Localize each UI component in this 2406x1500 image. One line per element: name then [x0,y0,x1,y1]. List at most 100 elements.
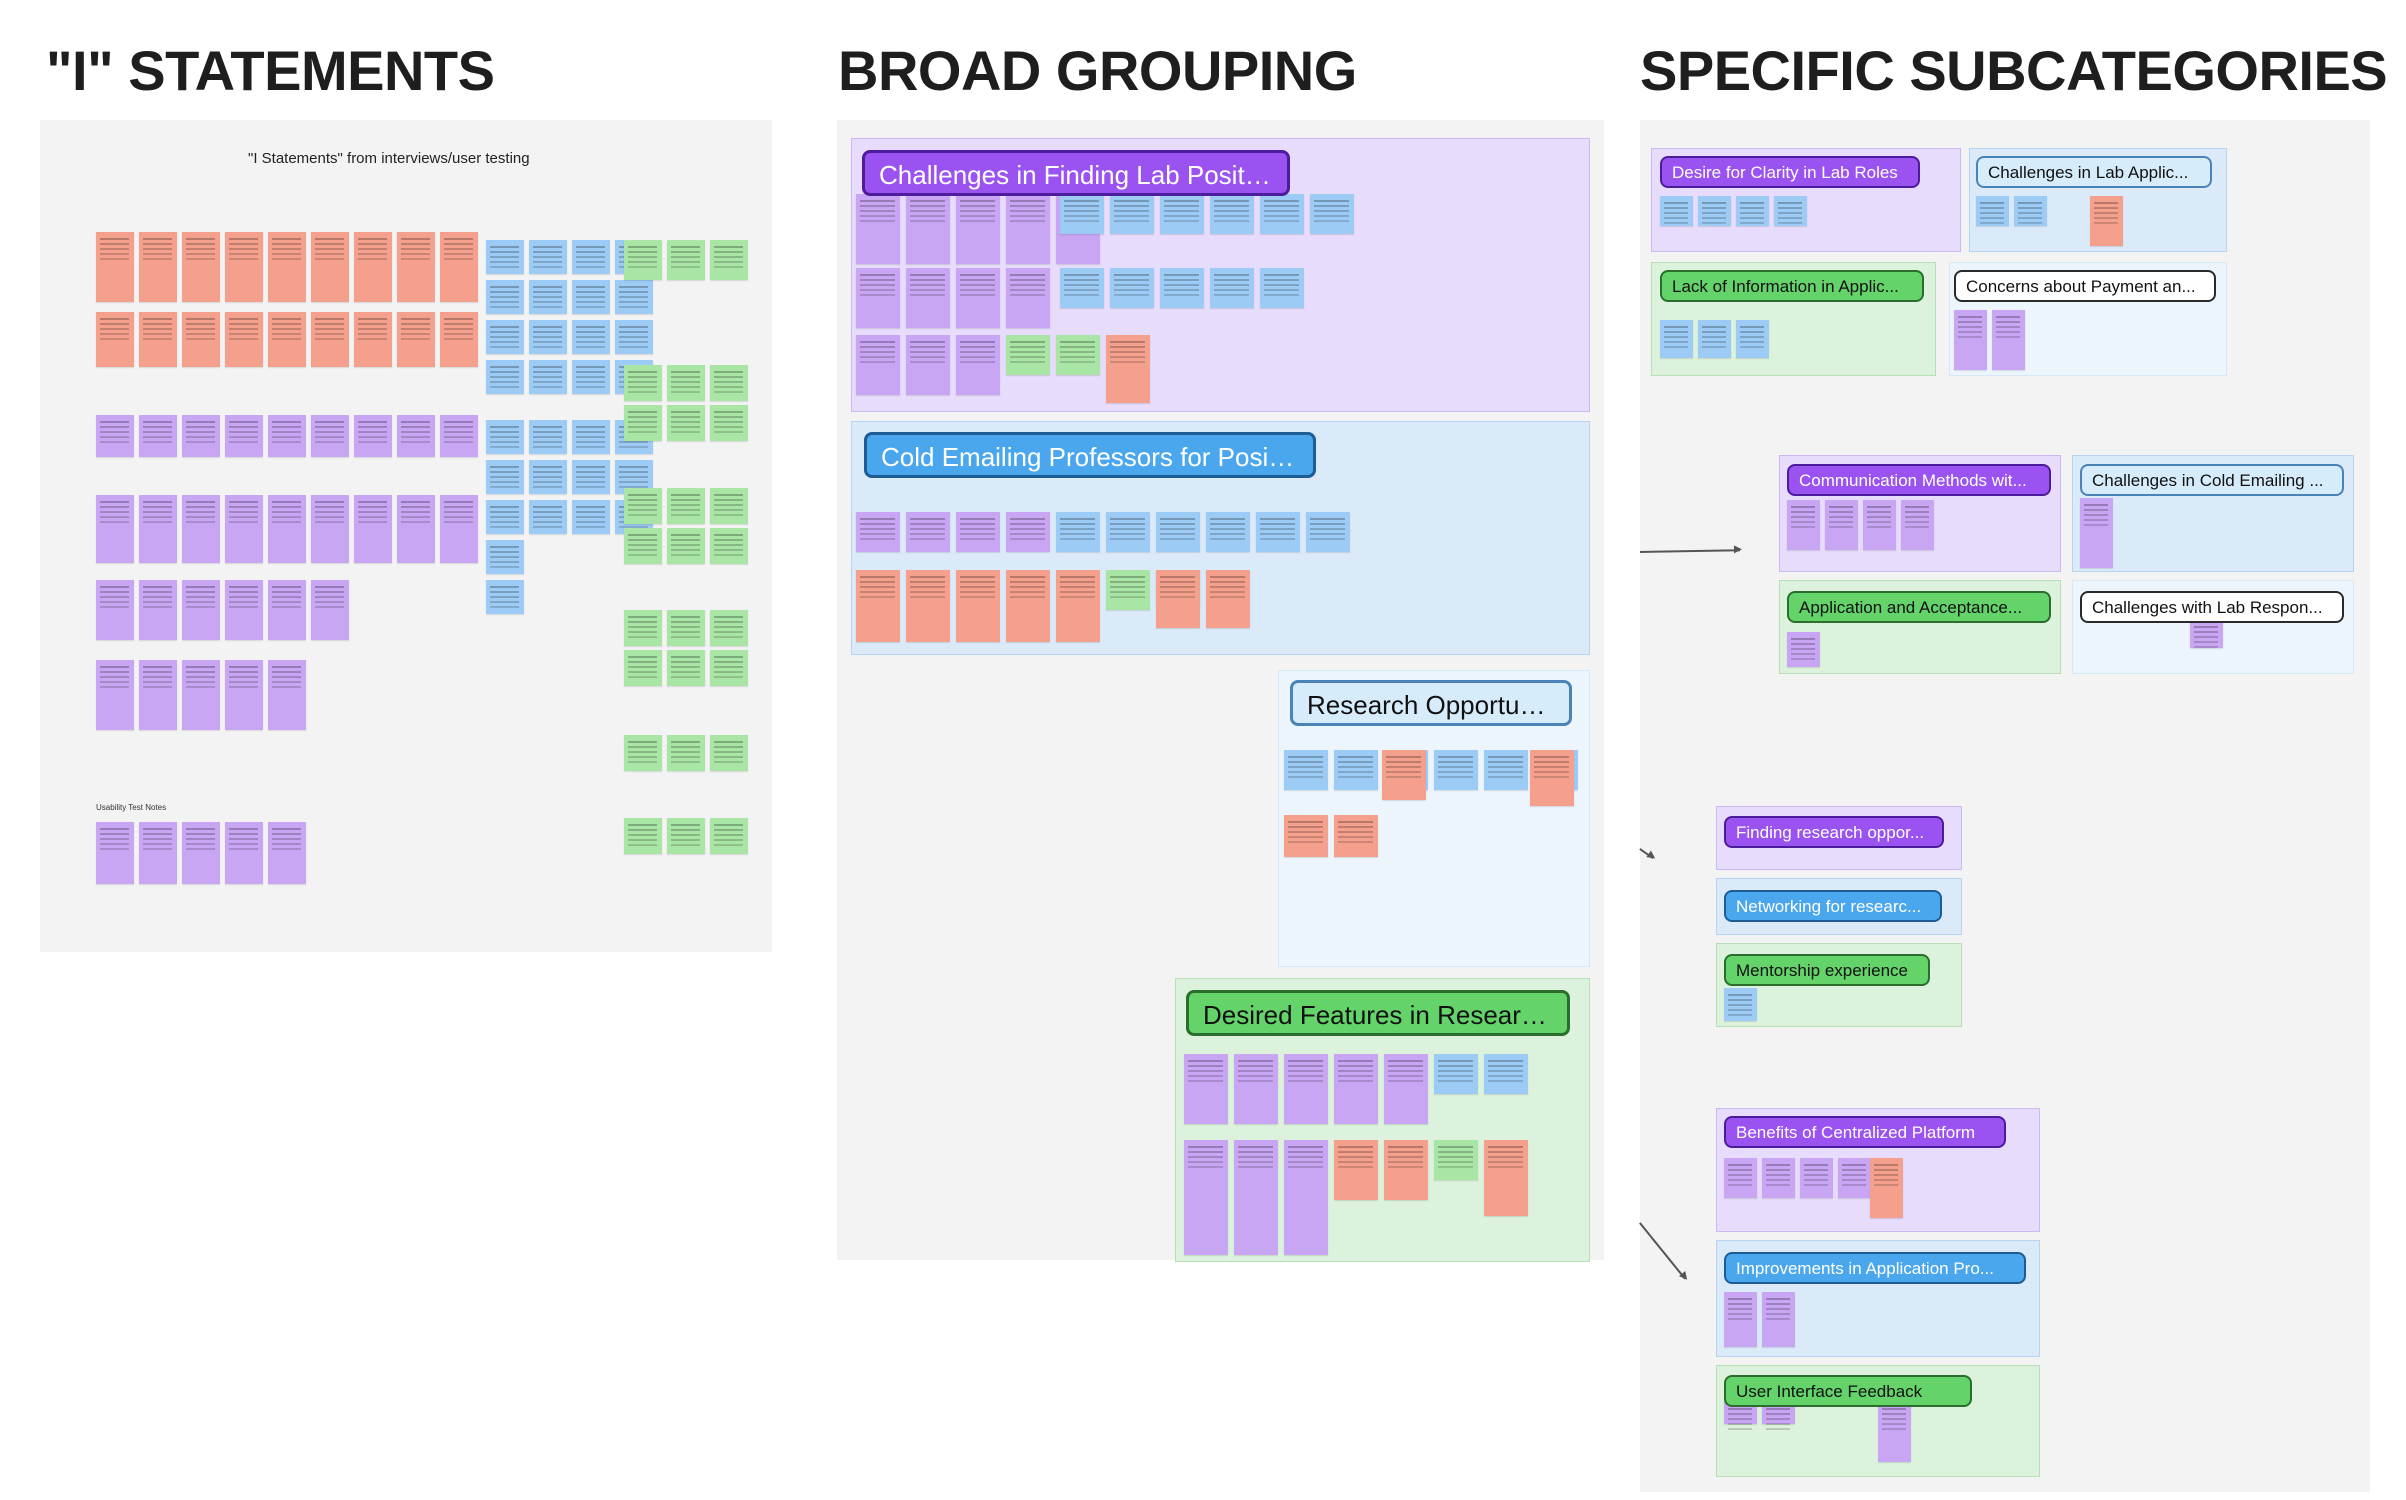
sticky-note[interactable] [1382,750,1426,800]
sticky-note[interactable] [529,500,567,534]
sticky-note[interactable] [1156,570,1200,628]
sticky-note[interactable] [572,240,610,274]
sticky-note[interactable] [710,735,748,771]
sticky-note[interactable] [397,415,435,457]
sticky-note[interactable] [1334,1054,1378,1124]
sticky-note[interactable] [624,610,662,646]
sticky-note[interactable] [2014,196,2047,226]
sticky-note[interactable] [268,312,306,367]
sticky-note[interactable] [1060,194,1104,234]
sticky-note[interactable] [529,460,567,494]
sticky-note[interactable] [1484,750,1528,790]
sticky-note[interactable] [1284,1140,1328,1255]
sticky-note[interactable] [1434,1140,1478,1180]
sticky-note[interactable] [1306,512,1350,552]
sticky-note[interactable] [397,232,435,302]
sticky-note[interactable] [1787,632,1820,667]
sticky-note[interactable] [1762,1158,1795,1198]
sticky-note[interactable] [1698,320,1731,358]
sticky-note[interactable] [311,312,349,367]
sticky-note[interactable] [397,312,435,367]
sticky-note[interactable] [572,320,610,354]
sticky-note[interactable] [1106,570,1150,610]
tag-challenges-cold-emailing[interactable]: Challenges in Cold Emailing ... [2080,464,2344,496]
sticky-note[interactable] [856,512,900,552]
sticky-note[interactable] [96,822,134,884]
sticky-note[interactable] [139,660,177,730]
sticky-note[interactable] [139,415,177,457]
sticky-note[interactable] [182,580,220,640]
sticky-note[interactable] [139,822,177,884]
sticky-note[interactable] [1006,570,1050,642]
sticky-note[interactable] [710,650,748,686]
sticky-note[interactable] [268,660,306,730]
sticky-note[interactable] [1206,512,1250,552]
sticky-note[interactable] [1284,815,1328,857]
sticky-note[interactable] [311,415,349,457]
sticky-note[interactable] [1210,268,1254,308]
sticky-note[interactable] [182,822,220,884]
sticky-note[interactable] [529,240,567,274]
sticky-note[interactable] [1234,1140,1278,1255]
sticky-note[interactable] [139,232,177,302]
tag-application-acceptance[interactable]: Application and Acceptance... [1787,591,2051,623]
sticky-note[interactable] [354,232,392,302]
sticky-note[interactable] [667,735,705,771]
sticky-note[interactable] [96,495,134,563]
tag-concerns-payment[interactable]: Concerns about Payment an... [1954,270,2216,302]
sticky-note[interactable] [268,495,306,563]
sticky-note[interactable] [529,420,567,454]
sticky-note[interactable] [710,610,748,646]
sticky-note[interactable] [1206,570,1250,628]
sticky-note[interactable] [96,580,134,640]
sticky-note[interactable] [311,495,349,563]
sticky-note[interactable] [1160,194,1204,234]
sticky-note[interactable] [1698,196,1731,226]
sticky-note[interactable] [1334,1140,1378,1200]
sticky-note[interactable] [440,312,478,367]
sticky-note[interactable] [1901,500,1934,550]
sticky-note[interactable] [486,280,524,314]
sticky-note[interactable] [354,312,392,367]
sticky-note[interactable] [1334,750,1378,790]
sticky-note[interactable] [1056,570,1100,642]
sticky-note[interactable] [1384,1054,1428,1124]
sticky-note[interactable] [225,495,263,563]
sticky-note[interactable] [1434,1054,1478,1094]
sticky-note[interactable] [1724,1292,1757,1347]
sticky-note[interactable] [1838,1158,1871,1198]
sticky-note[interactable] [1878,1402,1911,1462]
sticky-note[interactable] [1484,1054,1528,1094]
sticky-note[interactable] [2090,196,2123,246]
sticky-note[interactable] [1787,500,1820,550]
tag-cold-emailing[interactable]: Cold Emailing Professors for Positions [864,432,1316,478]
sticky-note[interactable] [667,528,705,564]
sticky-note[interactable] [1056,512,1100,552]
tag-challenges-lab-respon[interactable]: Challenges with Lab Respon... [2080,591,2344,623]
sticky-note[interactable] [486,500,524,534]
sticky-note[interactable] [225,580,263,640]
sticky-note[interactable] [856,335,900,395]
sticky-note[interactable] [397,495,435,563]
sticky-note[interactable] [1863,500,1896,550]
sticky-note[interactable] [667,365,705,401]
sticky-note[interactable] [572,280,610,314]
sticky-note[interactable] [624,405,662,441]
sticky-note[interactable] [486,360,524,394]
sticky-note[interactable] [529,280,567,314]
sticky-note[interactable] [667,610,705,646]
sticky-note[interactable] [1110,194,1154,234]
sticky-note[interactable] [1724,988,1757,1021]
sticky-note[interactable] [96,660,134,730]
sticky-note[interactable] [906,512,950,552]
sticky-note[interactable] [906,268,950,328]
sticky-note[interactable] [1284,1054,1328,1124]
sticky-note[interactable] [1992,310,2025,370]
tag-desired-features[interactable]: Desired Features in Research ... [1186,990,1570,1036]
sticky-note[interactable] [710,488,748,524]
sticky-note[interactable] [624,650,662,686]
sticky-note[interactable] [354,495,392,563]
sticky-note[interactable] [311,580,349,640]
sticky-note[interactable] [1384,1140,1428,1200]
sticky-note[interactable] [624,488,662,524]
